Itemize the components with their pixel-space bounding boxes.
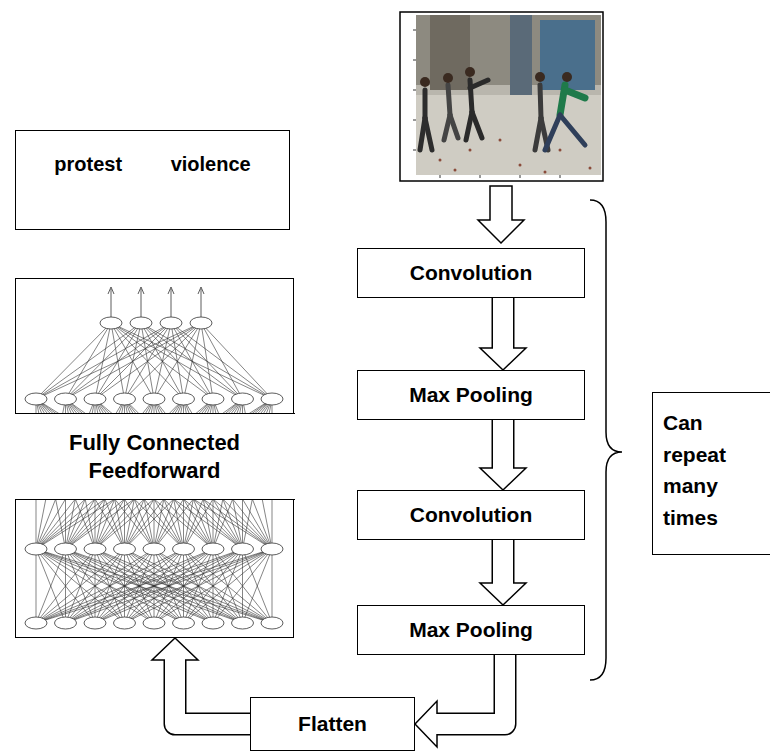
node-label: Max Pooling bbox=[409, 383, 533, 407]
fully-connected-network: Fully Connected Feedforward bbox=[15, 278, 294, 638]
convolution-box: Convolution bbox=[357, 248, 585, 298]
convolution-box: Convolution bbox=[357, 490, 585, 540]
block-arrow bbox=[152, 638, 250, 724]
node-label: Convolution bbox=[410, 261, 532, 285]
block-arrow bbox=[480, 420, 526, 490]
node-label: Convolution bbox=[410, 503, 532, 527]
protest-photo bbox=[400, 12, 603, 181]
node-label: Can repeat many times bbox=[663, 407, 765, 533]
repeat-note-box: Can repeat many times bbox=[652, 392, 770, 555]
input-arrow bbox=[478, 186, 524, 243]
network-label-band: Fully Connected Feedforward bbox=[15, 413, 295, 500]
block-arrow bbox=[480, 540, 526, 605]
flatten-box: Flatten bbox=[250, 697, 415, 751]
repeat-brace bbox=[590, 200, 622, 680]
block-arrow bbox=[415, 655, 505, 747]
max-pooling-box: Max Pooling bbox=[357, 605, 585, 655]
output-classes-box: protest violence bbox=[15, 130, 290, 230]
max-pooling-box: Max Pooling bbox=[357, 370, 585, 420]
block-arrow bbox=[480, 298, 526, 370]
node-label: Max Pooling bbox=[409, 618, 533, 642]
node-label: Fully Connected Feedforward bbox=[35, 429, 275, 484]
node-label: protest bbox=[54, 153, 122, 176]
node-label: Flatten bbox=[298, 712, 367, 736]
node-label: violence bbox=[171, 153, 251, 176]
